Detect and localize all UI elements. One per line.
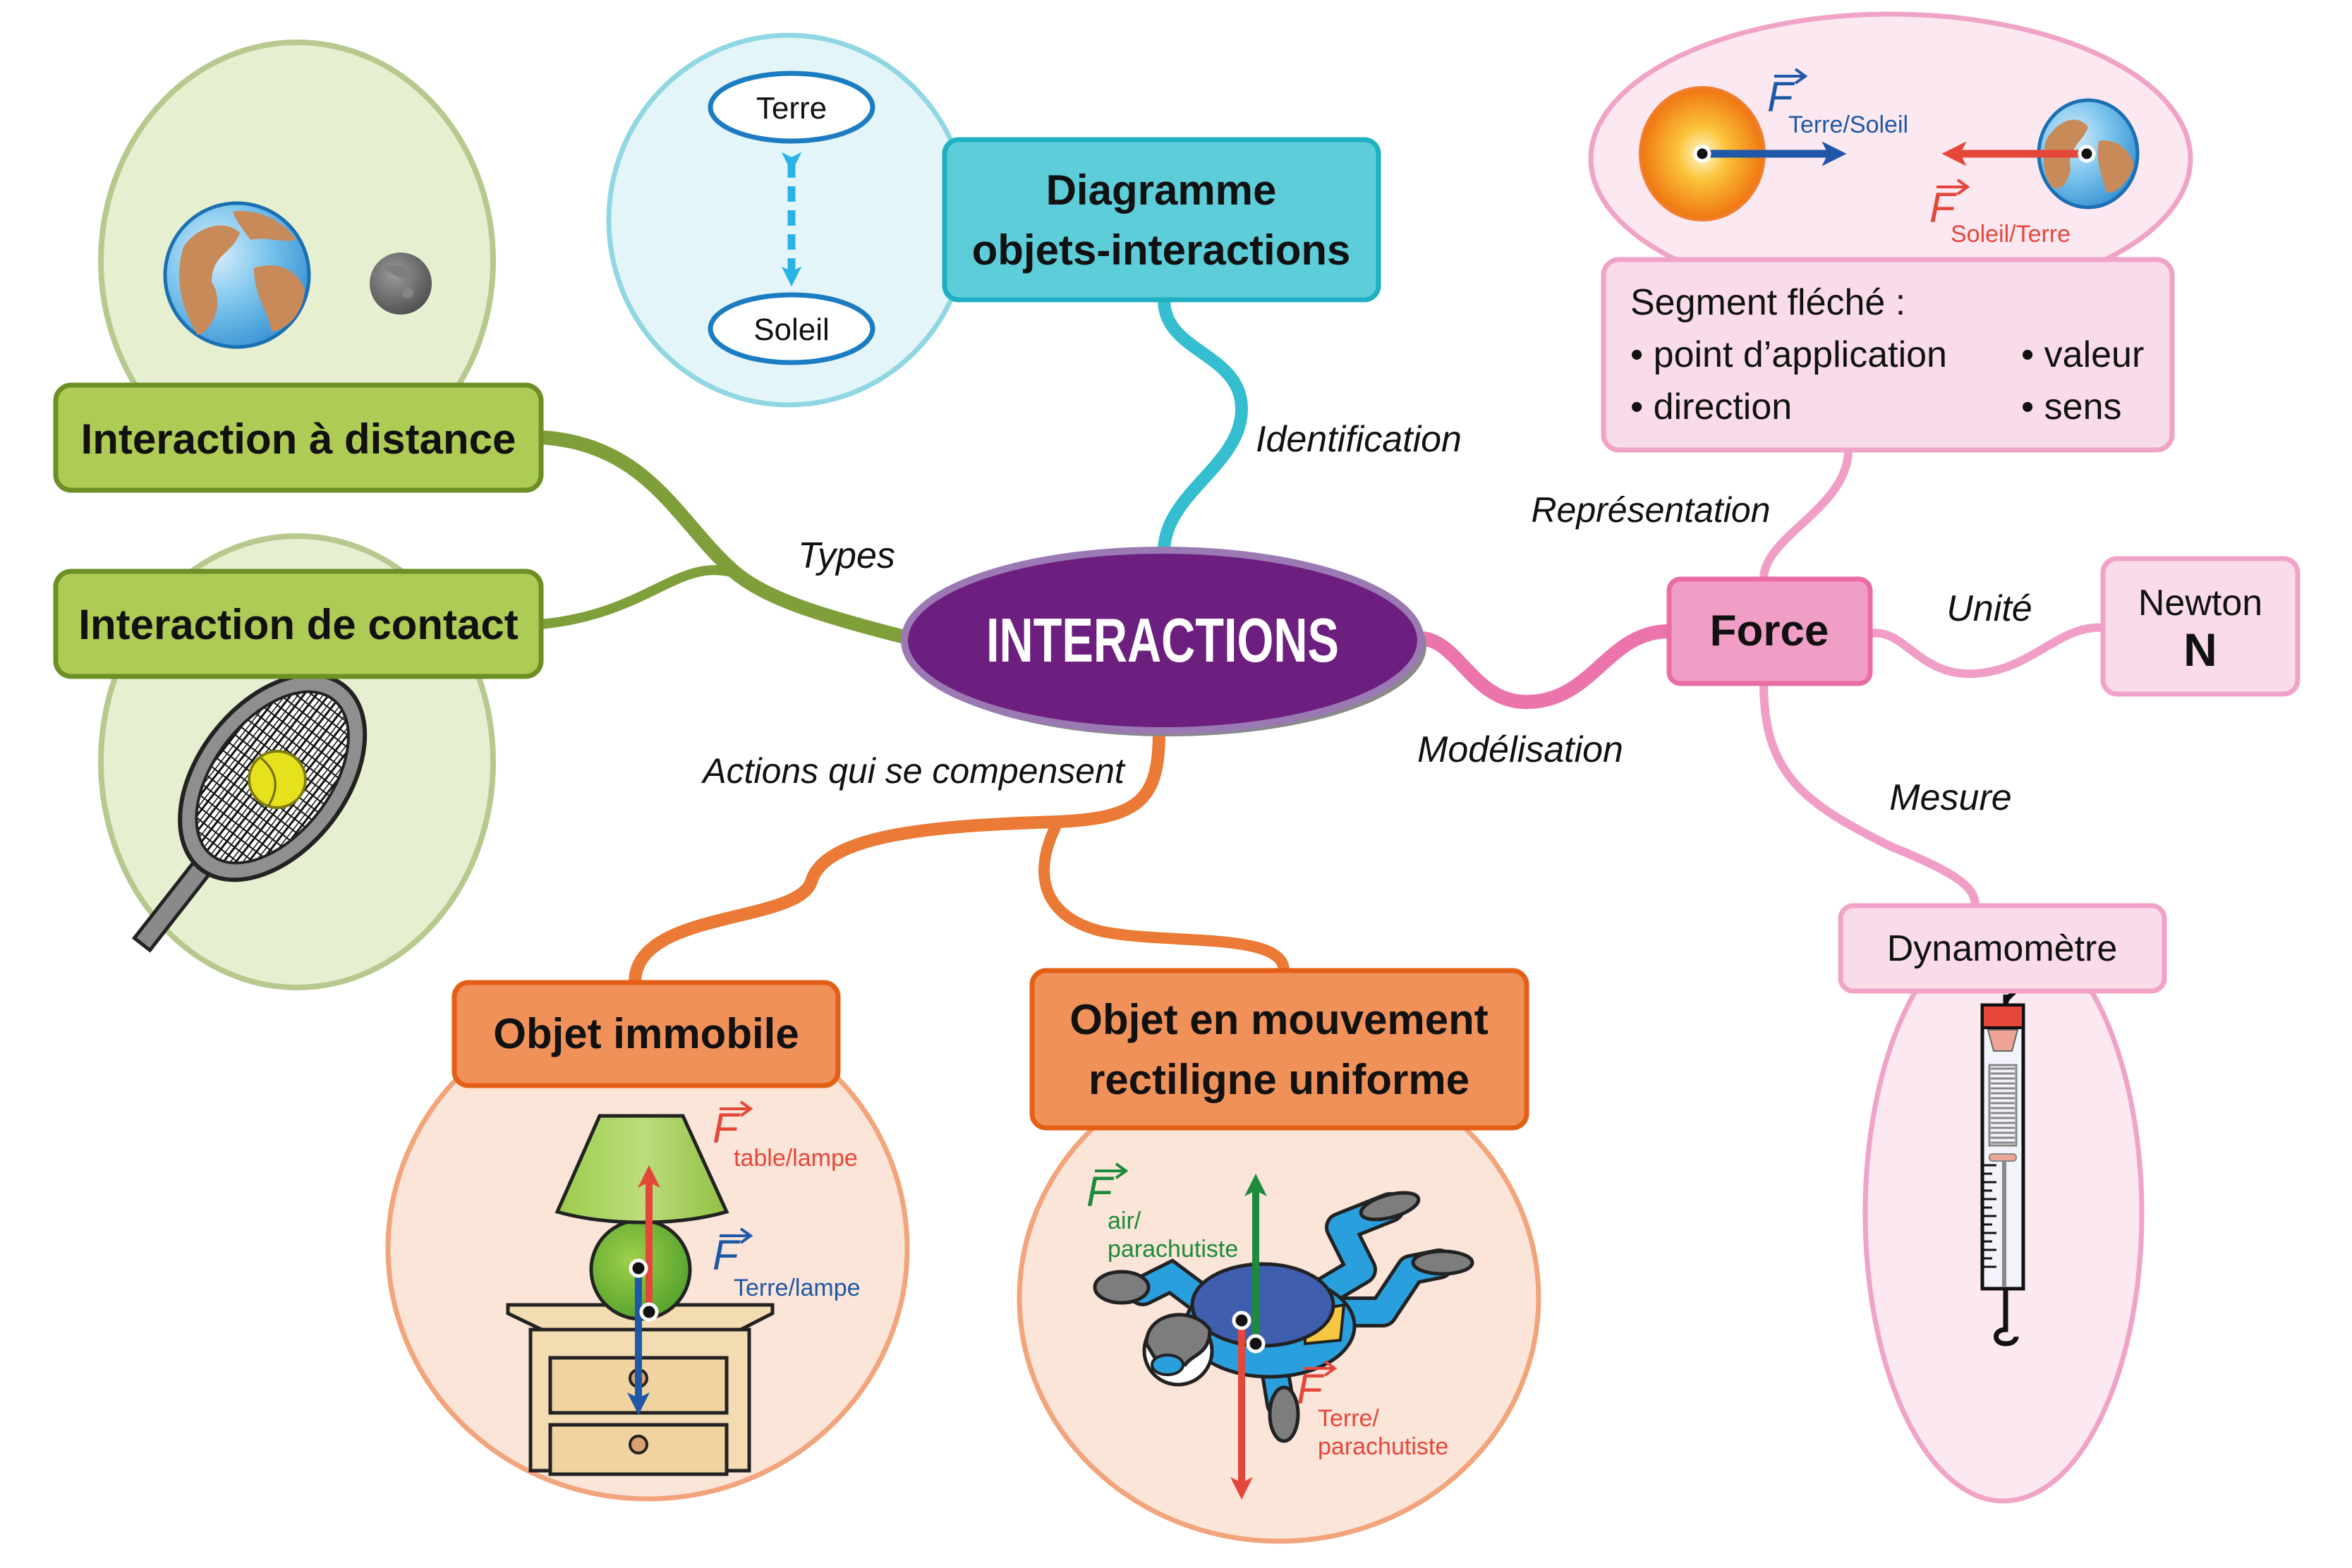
newton-name: Newton (2138, 583, 2262, 624)
label-identification: Identification (1256, 419, 1462, 460)
force-label-terre-parachutiste: F Terre/ parachutiste (1297, 1360, 1448, 1460)
node-interaction-distance[interactable]: Interaction à distance (53, 382, 544, 493)
moon-icon (370, 253, 432, 315)
bubble-object-diagram: Terre Soleil (606, 32, 971, 408)
svg-text:table/lampe: table/lampe (734, 1145, 858, 1172)
dynamometer-icon (1980, 971, 2025, 1347)
node-interaction-contact[interactable]: Interaction de contact (53, 569, 544, 679)
tennis-ball-icon (248, 750, 307, 809)
bullet-valeur: • valeur (2021, 334, 2144, 375)
label-unite: Unité (1946, 588, 2032, 629)
connector-actions (629, 724, 1290, 989)
oval-soleil: Soleil (708, 292, 875, 365)
force-label-terre-lampe: F Terre/lampe (713, 1227, 861, 1301)
oval-terre: Terre (708, 71, 875, 144)
node-dynamometre[interactable]: Dynamomètre (1838, 903, 2167, 994)
segment-fleche-title: Segment fléché : (1630, 282, 1905, 323)
node-diagramme-objets-interactions[interactable]: Diagramme objets-interactions (942, 137, 1381, 303)
force-label-terre-soleil: F Terre/Soleil (1767, 68, 1908, 138)
node-diagramme-line1: Diagramme (1046, 166, 1277, 214)
force-label-soleil-terre: F Soleil/Terre (1929, 178, 2071, 248)
svg-text:F: F (1767, 73, 1795, 121)
svg-text:Soleil/Terre: Soleil/Terre (1951, 221, 2071, 248)
svg-text:Terre/lampe: Terre/lampe (734, 1275, 861, 1301)
svg-text:F: F (1297, 1366, 1325, 1413)
node-dynamometre-label: Dynamomètre (1887, 928, 2118, 969)
application-point (639, 1302, 659, 1322)
bubble-skydiver: F air/ parachutiste F Terre/ parachutist… (1017, 1052, 1541, 1544)
svg-text:F: F (1086, 1168, 1115, 1215)
label-types: Types (798, 535, 895, 576)
label-mesure: Mesure (1889, 777, 2011, 818)
scale-ticks (1982, 1164, 1996, 1268)
node-objet-immobile[interactable]: Objet immobile (451, 980, 841, 1088)
newton-symbol: N (2183, 624, 2217, 676)
application-point (1693, 145, 1711, 163)
node-force[interactable]: Force (1666, 576, 1873, 686)
application-point (2078, 145, 2096, 163)
connector-identification (1158, 293, 1249, 558)
node-diagramme-line2: objets-interactions (972, 226, 1351, 274)
bullet-sens: • sens (2021, 387, 2122, 427)
application-point (629, 1258, 648, 1278)
oval-soleil-label: Soleil (753, 312, 830, 347)
svg-text:parachutiste: parachutiste (1108, 1236, 1238, 1263)
connector-modelisation (1415, 624, 1676, 710)
application-point (1232, 1311, 1251, 1330)
svg-text:Terre/: Terre/ (1318, 1405, 1379, 1432)
svg-text:F: F (713, 1232, 741, 1279)
segment-fleche-box: Segment fléché : • point d’application •… (1601, 257, 2175, 453)
earth-icon (163, 201, 311, 349)
application-point (1246, 1334, 1266, 1354)
connector-force-branches (1759, 446, 2107, 910)
svg-text:F: F (713, 1105, 741, 1152)
bubble-sun-earth: F Terre/Soleil F Soleil/Terre (1588, 11, 2193, 306)
oval-terre-label: Terre (756, 91, 827, 126)
bubble-dynamometer (1862, 923, 2145, 1504)
bullet-direction: • direction (1630, 387, 1792, 427)
force-label-air-parachutiste: F air/ parachutiste (1086, 1162, 1238, 1263)
bubble-lamp: F table/lampe F Terre/lampe (385, 995, 910, 1502)
node-interaction-distance-label: Interaction à distance (81, 415, 516, 463)
svg-text:air/: air/ (1108, 1208, 1141, 1234)
svg-text:parachutiste: parachutiste (1318, 1433, 1448, 1460)
bullet-point-application: • point d’application (1630, 334, 1947, 375)
node-objet-mouvement-line1: Objet en mouvement (1069, 996, 1488, 1043)
node-interaction-contact-label: Interaction de contact (78, 601, 518, 648)
label-representation: Représentation (1531, 490, 1770, 530)
svg-text:Terre/Soleil: Terre/Soleil (1788, 111, 1908, 138)
center-node-label: INTERACTIONS (986, 605, 1339, 675)
svg-text:F: F (1929, 184, 1958, 231)
node-force-label: Force (1710, 607, 1829, 655)
spring-icon (1988, 1064, 2018, 1147)
node-objet-immobile-label: Objet immobile (493, 1010, 799, 1057)
connector-types (534, 430, 917, 645)
bubble-earth-moon (98, 39, 496, 482)
label-modelisation: Modélisation (1417, 729, 1623, 770)
node-objet-mouvement[interactable]: Objet en mouvement rectiligne uniforme (1029, 968, 1529, 1131)
center-node-interactions[interactable]: INTERACTIONS (901, 547, 1426, 736)
label-actions: Actions qui se compensent (701, 751, 1126, 791)
node-newton[interactable]: Newton N (2100, 556, 2301, 697)
node-objet-mouvement-line2: rectiligne uniforme (1089, 1056, 1469, 1103)
force-label-table-lampe: F table/lampe (713, 1100, 858, 1172)
